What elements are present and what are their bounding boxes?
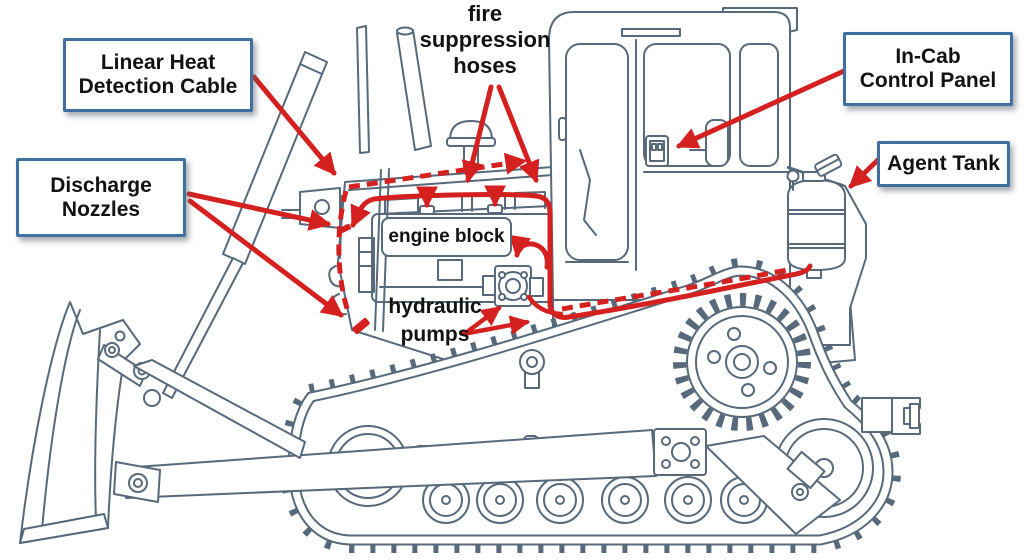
label-line: Nozzles [61, 197, 141, 221]
fire-hoses-label: fire suppression hoses [402, 1, 568, 79]
pumps-arrow-up [464, 305, 502, 335]
detection-cable-front [336, 190, 352, 316]
lower-discharge-nozzle [352, 317, 370, 335]
incab-arrow [675, 68, 847, 149]
drawbar-hitch [861, 397, 921, 435]
door-window [565, 43, 629, 261]
upper-discharge-nozzle [337, 223, 351, 235]
hoses-arrow-right [496, 84, 540, 184]
suppression-hose-main [350, 192, 813, 320]
agent-tank-arrow [848, 154, 884, 189]
push-arm [113, 397, 921, 535]
angle-brace [133, 359, 306, 459]
label-line: pumps [400, 323, 470, 346]
incab-control-panel-drawing [645, 135, 669, 167]
door-handle [558, 117, 567, 141]
agent-tank-drawing [786, 153, 846, 279]
pumps-arrow-right [460, 315, 530, 337]
agent-tank-label-box: Agent Tank [877, 141, 1010, 187]
hydraulic-pumps-label: hydraulic pumps [376, 293, 494, 349]
carrier-roller [519, 349, 545, 389]
road-wheel [536, 476, 584, 524]
machine-art [19, 7, 921, 553]
hydraulic-pump-drawing [482, 265, 544, 307]
blade [19, 301, 306, 544]
road-wheel [664, 476, 712, 524]
sprocket [673, 293, 811, 431]
suppression-system-overlay [186, 68, 884, 337]
label-line: Discharge [50, 173, 152, 197]
label-line: hoses [453, 53, 517, 78]
linear-heat-label-box: Linear Heat Detection Cable [63, 38, 253, 112]
road-wheel [476, 476, 524, 524]
incab-label-box: In-Cab Control Panel [843, 32, 1013, 106]
pump-outlet-hose [526, 294, 564, 317]
road-wheels [422, 476, 768, 524]
detection-cable-rear [561, 267, 788, 312]
label-line: Agent Tank [887, 152, 1000, 175]
detection-cable-top [348, 152, 528, 190]
cab [548, 7, 798, 301]
rear-window [739, 43, 779, 167]
engine-block-label: engine block [381, 217, 512, 257]
discharge-arrow-lower [187, 198, 344, 318]
discharge-arrow-upper [186, 191, 332, 231]
label-line: In-Cab [895, 45, 961, 68]
label-line: fire [467, 1, 503, 26]
lift-cylinder [143, 51, 328, 407]
label-line: Control Panel [859, 69, 997, 92]
discharge-nozzles-label-box: Discharge Nozzles [16, 158, 186, 237]
tank-outlet [806, 269, 822, 279]
pump-spray-loop-1 [509, 234, 550, 270]
label-line: hydraulic [388, 295, 482, 318]
far-side-pipe [356, 25, 370, 154]
road-wheel [601, 476, 649, 524]
rear-frame-wing [705, 435, 841, 535]
label-line: suppression [419, 27, 551, 52]
exhaust-stack [396, 26, 432, 151]
label-line: Detection Cable [78, 75, 238, 98]
hoses-arrow-left [461, 84, 494, 184]
label-line: Linear Heat [100, 51, 216, 74]
linear-heat-arrow [251, 74, 337, 176]
